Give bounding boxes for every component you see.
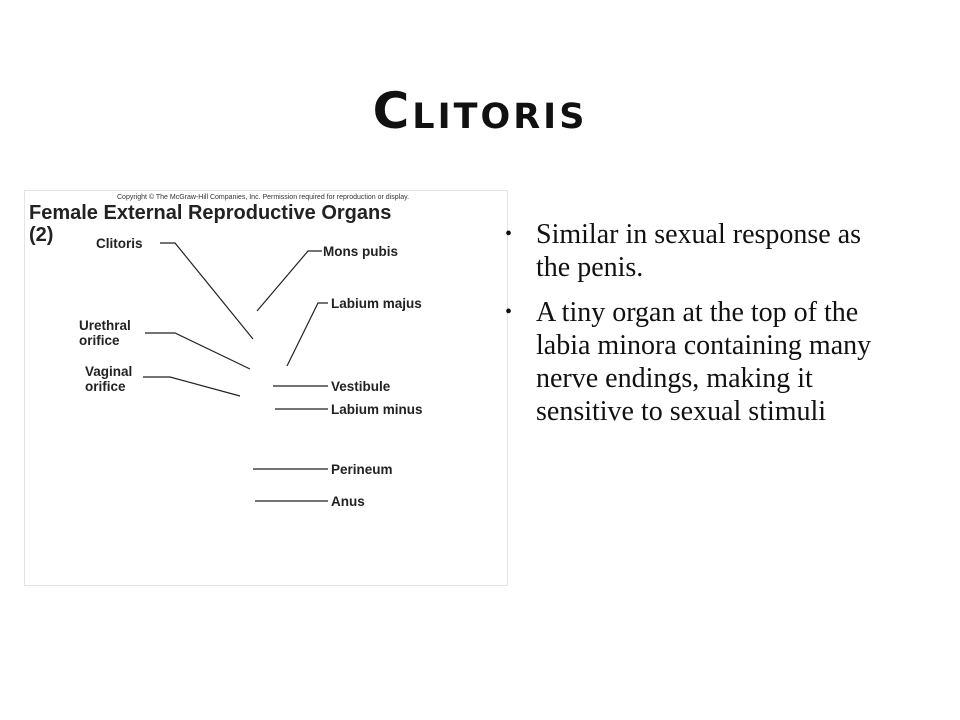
bullet-item-description: • A tiny organ at the top of the labia m…: [505, 296, 895, 428]
label-vaginal-orifice: Vaginal orifice: [85, 364, 132, 394]
leader-line-mons-pubis: [257, 251, 322, 311]
bullet-marker: •: [505, 296, 512, 329]
bullet-item-response: • Similar in sexual response as the peni…: [505, 218, 895, 284]
leader-line-urethral: [145, 333, 250, 369]
label-vestibule: Vestibule: [331, 379, 390, 394]
leader-line-labium-majus: [287, 303, 328, 366]
slide-title: Clitoris: [0, 82, 960, 140]
bullet-marker: •: [505, 218, 512, 251]
bullet-list: • Similar in sexual response as the peni…: [505, 218, 895, 440]
label-urethral-line-1: Urethral: [79, 318, 131, 333]
leader-line-vaginal: [143, 377, 240, 396]
label-labium-majus: Labium majus: [331, 296, 422, 311]
bullet-text: A tiny organ at the top of the labia min…: [536, 297, 871, 427]
label-vaginal-line-2: orifice: [85, 379, 132, 394]
bullet-text: Similar in sexual response as the penis.: [536, 219, 861, 283]
label-clitoris: Clitoris: [96, 236, 143, 251]
label-anus: Anus: [331, 494, 365, 509]
label-urethral-orifice: Urethral orifice: [79, 318, 131, 348]
label-vaginal-line-1: Vaginal: [85, 364, 132, 379]
leader-line-clitoris: [160, 243, 253, 339]
label-labium-minus: Labium minus: [331, 402, 423, 417]
label-urethral-line-2: orifice: [79, 333, 131, 348]
anatomy-figure: Copyright © The McGraw-Hill Companies, I…: [24, 190, 508, 586]
label-mons-pubis: Mons pubis: [323, 244, 398, 259]
label-perineum: Perineum: [331, 462, 393, 477]
